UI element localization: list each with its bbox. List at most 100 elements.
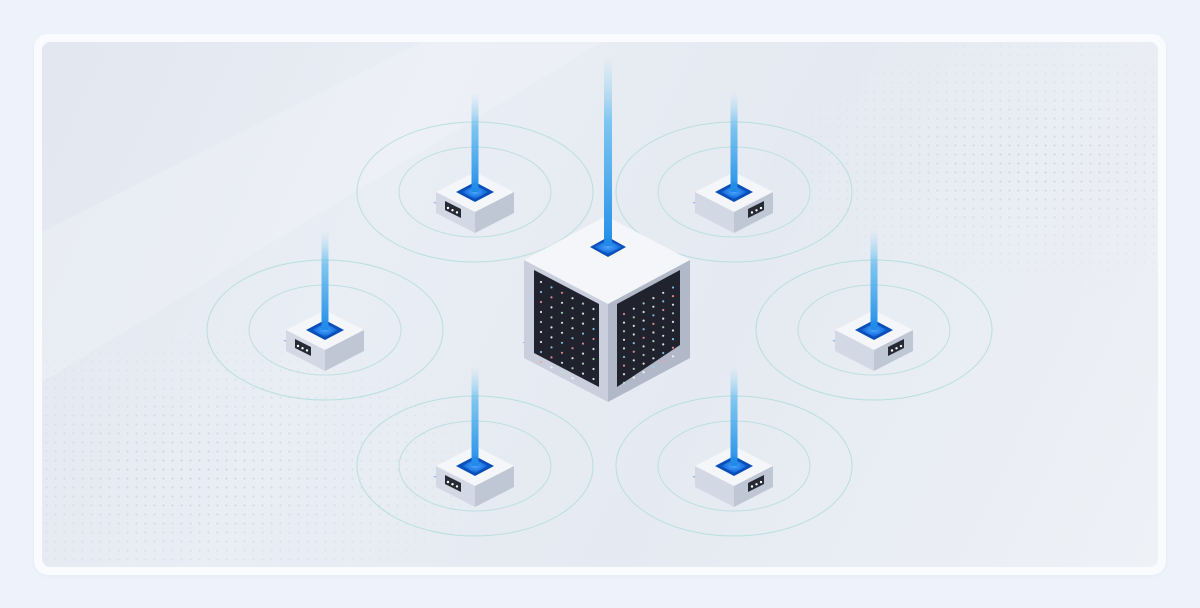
led-dot bbox=[550, 336, 553, 339]
node-middle-right-left-face bbox=[835, 330, 874, 371]
node-bottom-left-right-face bbox=[475, 466, 514, 507]
led-dot bbox=[642, 362, 645, 365]
central-right-leds bbox=[622, 286, 675, 384]
led-dot bbox=[671, 320, 675, 323]
led-dot bbox=[622, 347, 626, 350]
led-dot bbox=[671, 355, 675, 358]
node-bottom-right-beam bbox=[730, 366, 738, 466]
led-dot bbox=[581, 342, 585, 345]
led-dot bbox=[560, 341, 564, 344]
led-dot bbox=[592, 317, 595, 321]
led-dot bbox=[571, 337, 574, 340]
node-bottom-right-indicator-dot bbox=[750, 485, 754, 488]
node-bottom-left bbox=[356, 366, 594, 537]
led-dot bbox=[550, 346, 553, 349]
led-dot bbox=[632, 350, 635, 353]
led-dot bbox=[652, 365, 655, 368]
node-bottom-left-indicator-dot bbox=[446, 480, 450, 484]
led-dot bbox=[632, 359, 635, 362]
led-dot bbox=[652, 340, 655, 343]
led-dot bbox=[550, 286, 553, 289]
led-dot bbox=[592, 377, 595, 381]
led-dot bbox=[671, 329, 675, 332]
central-server bbox=[522, 56, 690, 402]
led-dot bbox=[642, 345, 645, 348]
node-top-left-indicator-dot bbox=[451, 209, 454, 212]
led-dot bbox=[560, 311, 564, 314]
node-bottom-right-indicator-dot bbox=[759, 480, 763, 484]
led-dot bbox=[642, 353, 645, 357]
network-illustration bbox=[42, 42, 1158, 567]
led-dot bbox=[560, 291, 564, 294]
led-dot bbox=[622, 381, 626, 384]
node-top-right-indicator-dot bbox=[750, 211, 754, 214]
node-bottom-right-left-face bbox=[695, 466, 734, 507]
led-dot bbox=[662, 317, 665, 320]
led-dot bbox=[539, 290, 543, 294]
node-top-right-left-face bbox=[695, 192, 734, 233]
central-beam bbox=[604, 56, 612, 246]
led-dot bbox=[632, 307, 635, 310]
led-dot bbox=[622, 330, 626, 333]
led-dot bbox=[550, 366, 553, 369]
node-middle-right bbox=[755, 230, 993, 401]
led-dot bbox=[671, 295, 675, 298]
led-dot bbox=[581, 322, 585, 325]
led-dot bbox=[671, 286, 675, 289]
led-dot bbox=[560, 331, 564, 334]
led-dot bbox=[539, 360, 543, 364]
led-dot bbox=[642, 371, 645, 374]
central-left-leds bbox=[539, 280, 595, 381]
led-dot bbox=[642, 328, 645, 331]
led-dot bbox=[652, 348, 655, 351]
led-dot bbox=[581, 312, 585, 315]
led-dot bbox=[642, 336, 645, 339]
led-dot bbox=[581, 332, 585, 335]
led-dot bbox=[632, 333, 635, 336]
led-dot bbox=[662, 343, 665, 346]
led-dot bbox=[652, 297, 655, 300]
led-dot bbox=[550, 316, 553, 319]
led-dot bbox=[592, 327, 595, 331]
led-dot bbox=[662, 308, 665, 312]
node-bottom-right-indicator-dot bbox=[755, 483, 758, 486]
led-dot bbox=[560, 321, 564, 324]
node-middle-right-indicator-dot bbox=[890, 349, 894, 352]
led-dot bbox=[592, 347, 595, 351]
led-dot bbox=[652, 314, 655, 317]
led-dot bbox=[539, 340, 543, 344]
led-dot bbox=[560, 371, 564, 374]
led-dot bbox=[571, 377, 574, 380]
led-dot bbox=[539, 310, 543, 314]
led-dot bbox=[581, 362, 585, 365]
led-dot bbox=[622, 355, 626, 359]
illustration-frame bbox=[34, 34, 1166, 575]
led-dot bbox=[671, 303, 675, 306]
led-dot bbox=[652, 357, 655, 360]
led-dot bbox=[560, 361, 564, 364]
led-dot bbox=[571, 347, 574, 350]
led-dot bbox=[662, 351, 665, 355]
node-middle-left-right-face bbox=[325, 330, 364, 371]
led-dot bbox=[632, 367, 635, 370]
led-dot bbox=[652, 322, 655, 325]
node-middle-left-indicator-dot bbox=[305, 349, 309, 352]
node-top-left-right-face bbox=[475, 192, 514, 233]
led-dot bbox=[550, 356, 553, 359]
led-dot bbox=[571, 297, 574, 300]
central-right-screen bbox=[617, 270, 680, 387]
led-dot bbox=[550, 326, 553, 329]
led-dot bbox=[632, 376, 635, 379]
node-middle-left-beam bbox=[321, 230, 329, 330]
led-dot bbox=[550, 306, 553, 309]
node-top-right bbox=[615, 92, 853, 263]
led-dot bbox=[571, 357, 574, 360]
led-dot bbox=[581, 352, 585, 355]
node-top-left-indicator-dot bbox=[446, 206, 450, 210]
node-middle-left-indicator-dot bbox=[301, 347, 304, 350]
illustration-panel bbox=[42, 42, 1158, 567]
led-dot bbox=[622, 373, 626, 376]
node-middle-right-beam bbox=[870, 230, 878, 330]
led-dot bbox=[581, 372, 585, 375]
led-dot bbox=[671, 346, 675, 349]
